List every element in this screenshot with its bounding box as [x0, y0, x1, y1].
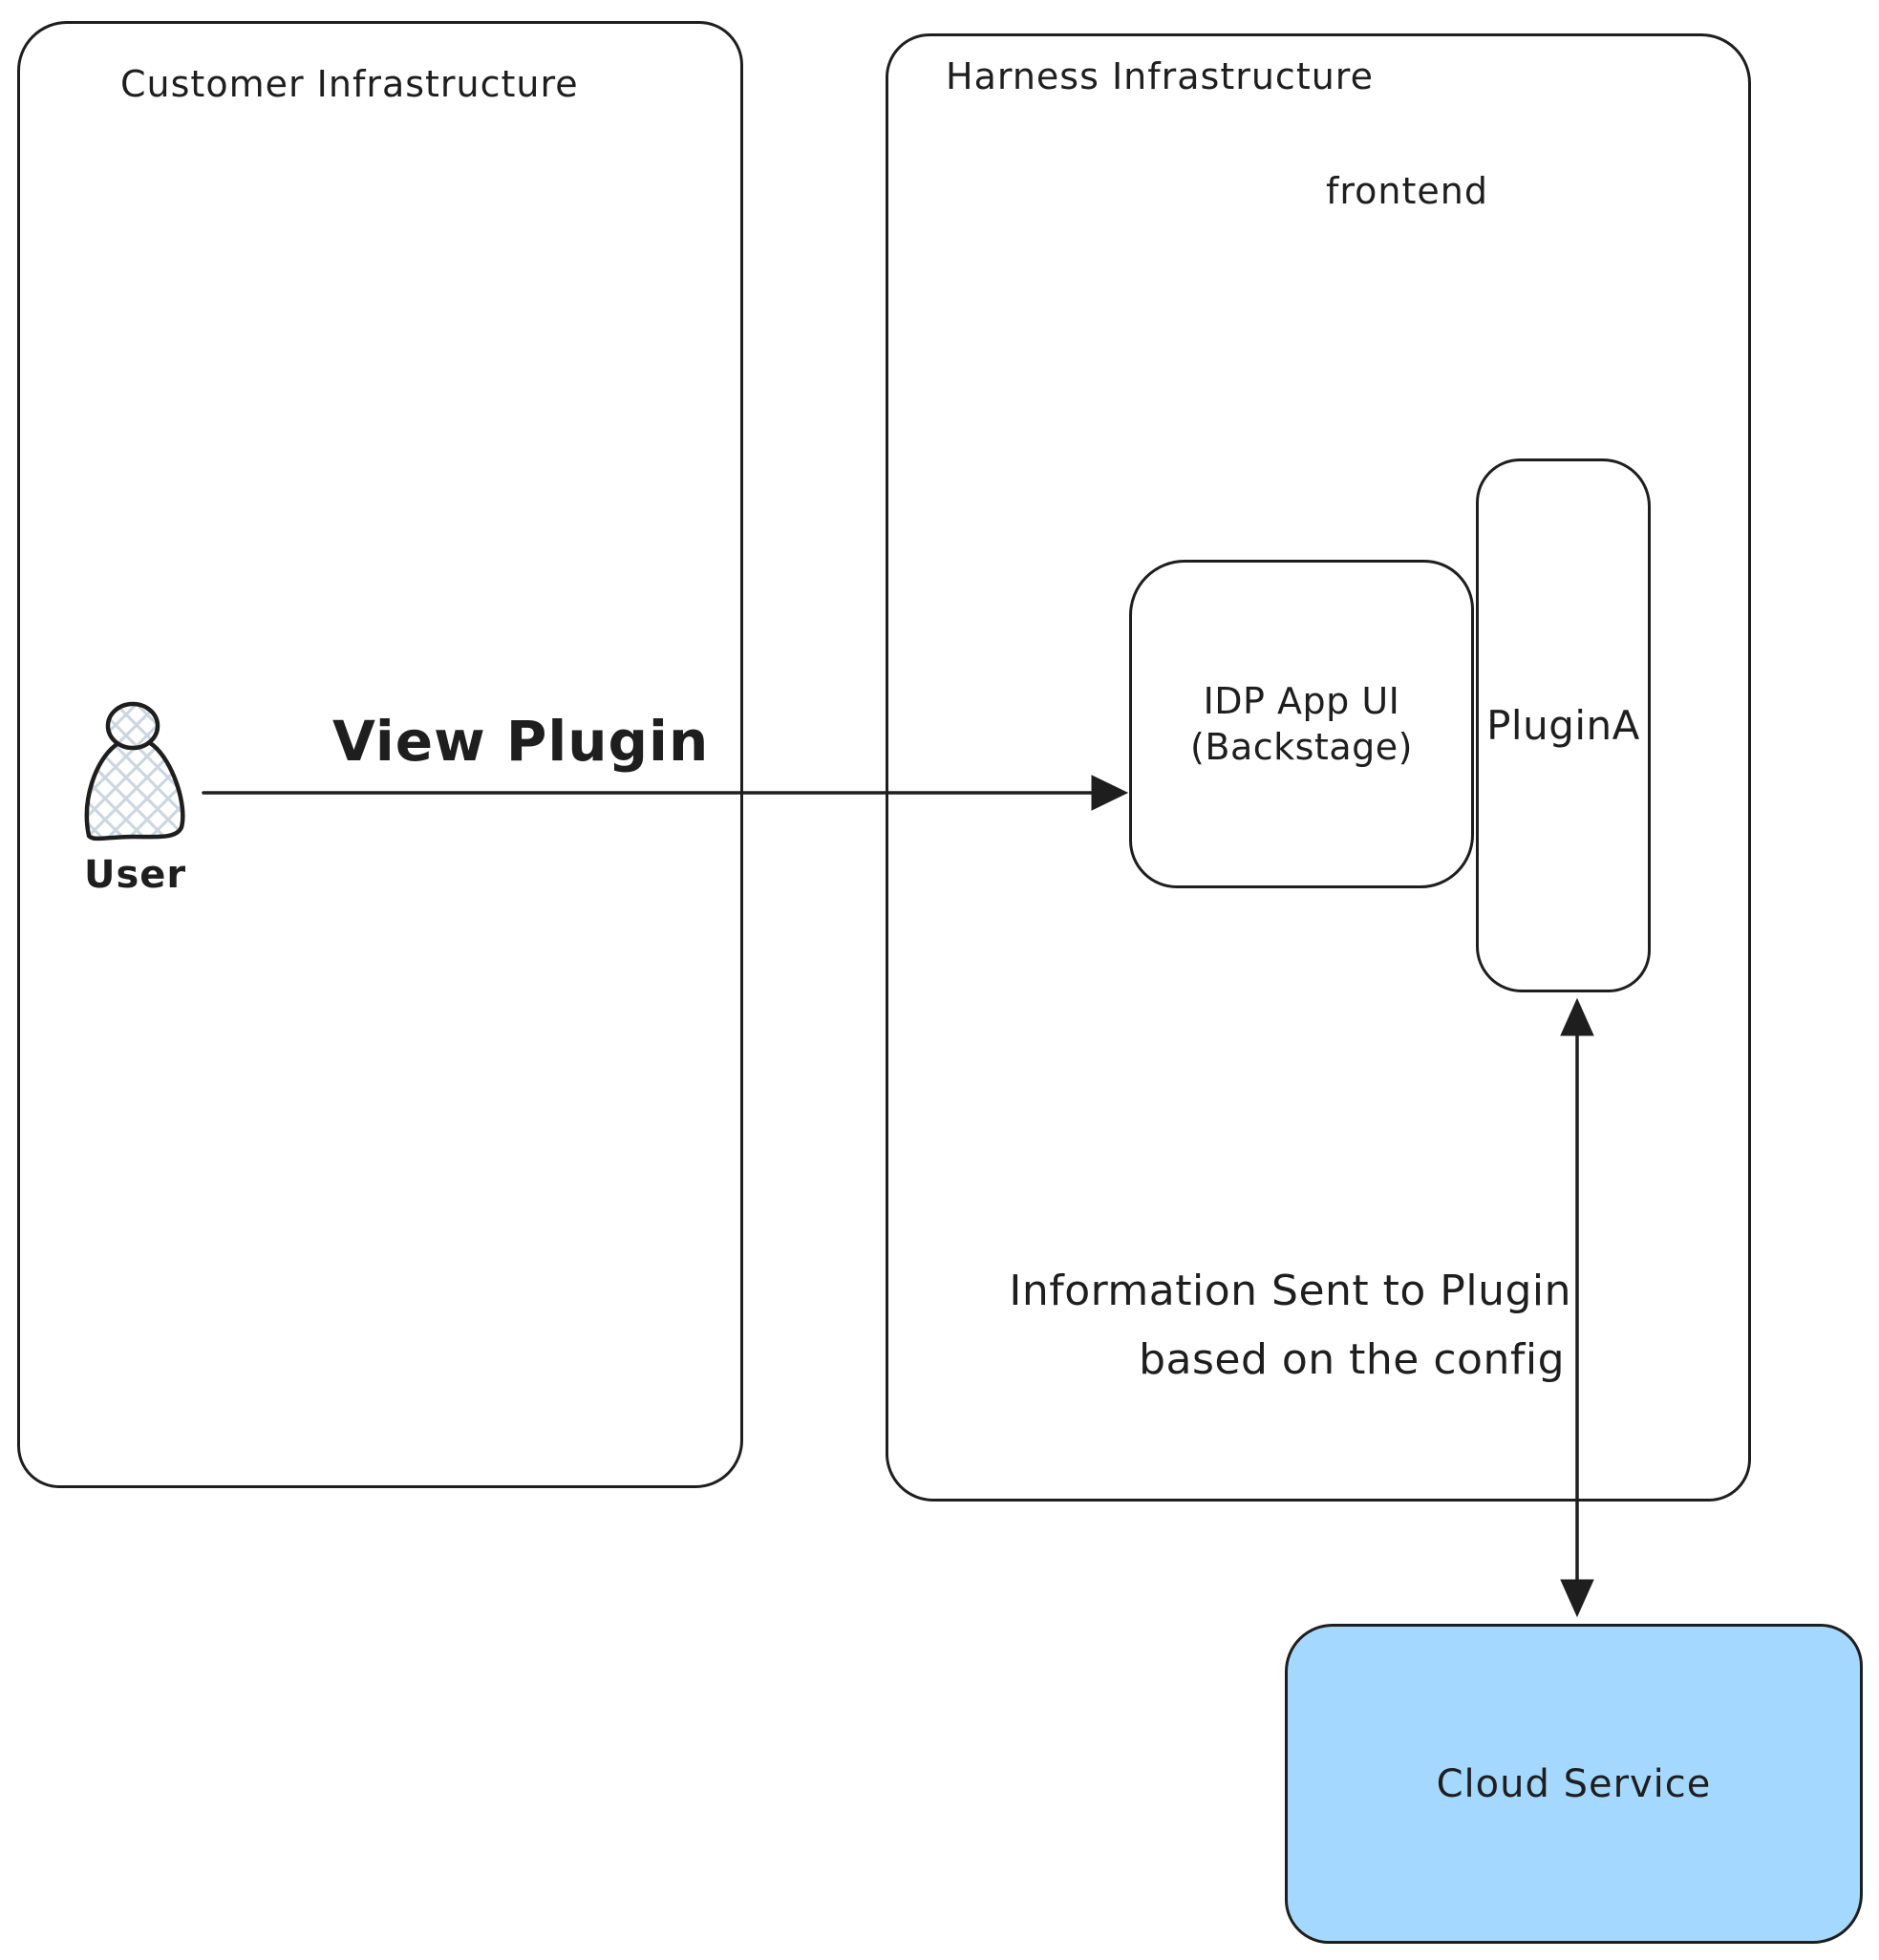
cloud-service-label: Cloud Service	[1436, 1761, 1712, 1806]
info-sent-label-line2: based on the config	[1139, 1335, 1565, 1384]
harness-infrastructure-box	[886, 33, 1751, 1502]
customer-infrastructure-title: Customer Infrastructure	[120, 63, 579, 105]
plugin-a-label: PluginA	[1486, 702, 1640, 749]
idp-app-ui-node: IDP App UI (Backstage)	[1129, 560, 1474, 888]
view-plugin-arrow-label: View Plugin	[332, 709, 710, 774]
cloud-service-node: Cloud Service	[1285, 1624, 1863, 1944]
user-label: User	[84, 853, 187, 897]
harness-infrastructure-title: Harness Infrastructure	[946, 55, 1374, 97]
frontend-label: frontend	[1326, 170, 1488, 212]
idp-app-ui-label-line2: (Backstage)	[1190, 726, 1413, 768]
plugin-a-node: PluginA	[1476, 458, 1651, 992]
idp-app-ui-label: IDP App UI (Backstage)	[1190, 678, 1413, 770]
idp-app-ui-label-line1: IDP App UI	[1203, 680, 1400, 722]
customer-infrastructure-box	[17, 21, 743, 1488]
info-sent-label-line1: Information Sent to Plugin	[1009, 1267, 1571, 1315]
